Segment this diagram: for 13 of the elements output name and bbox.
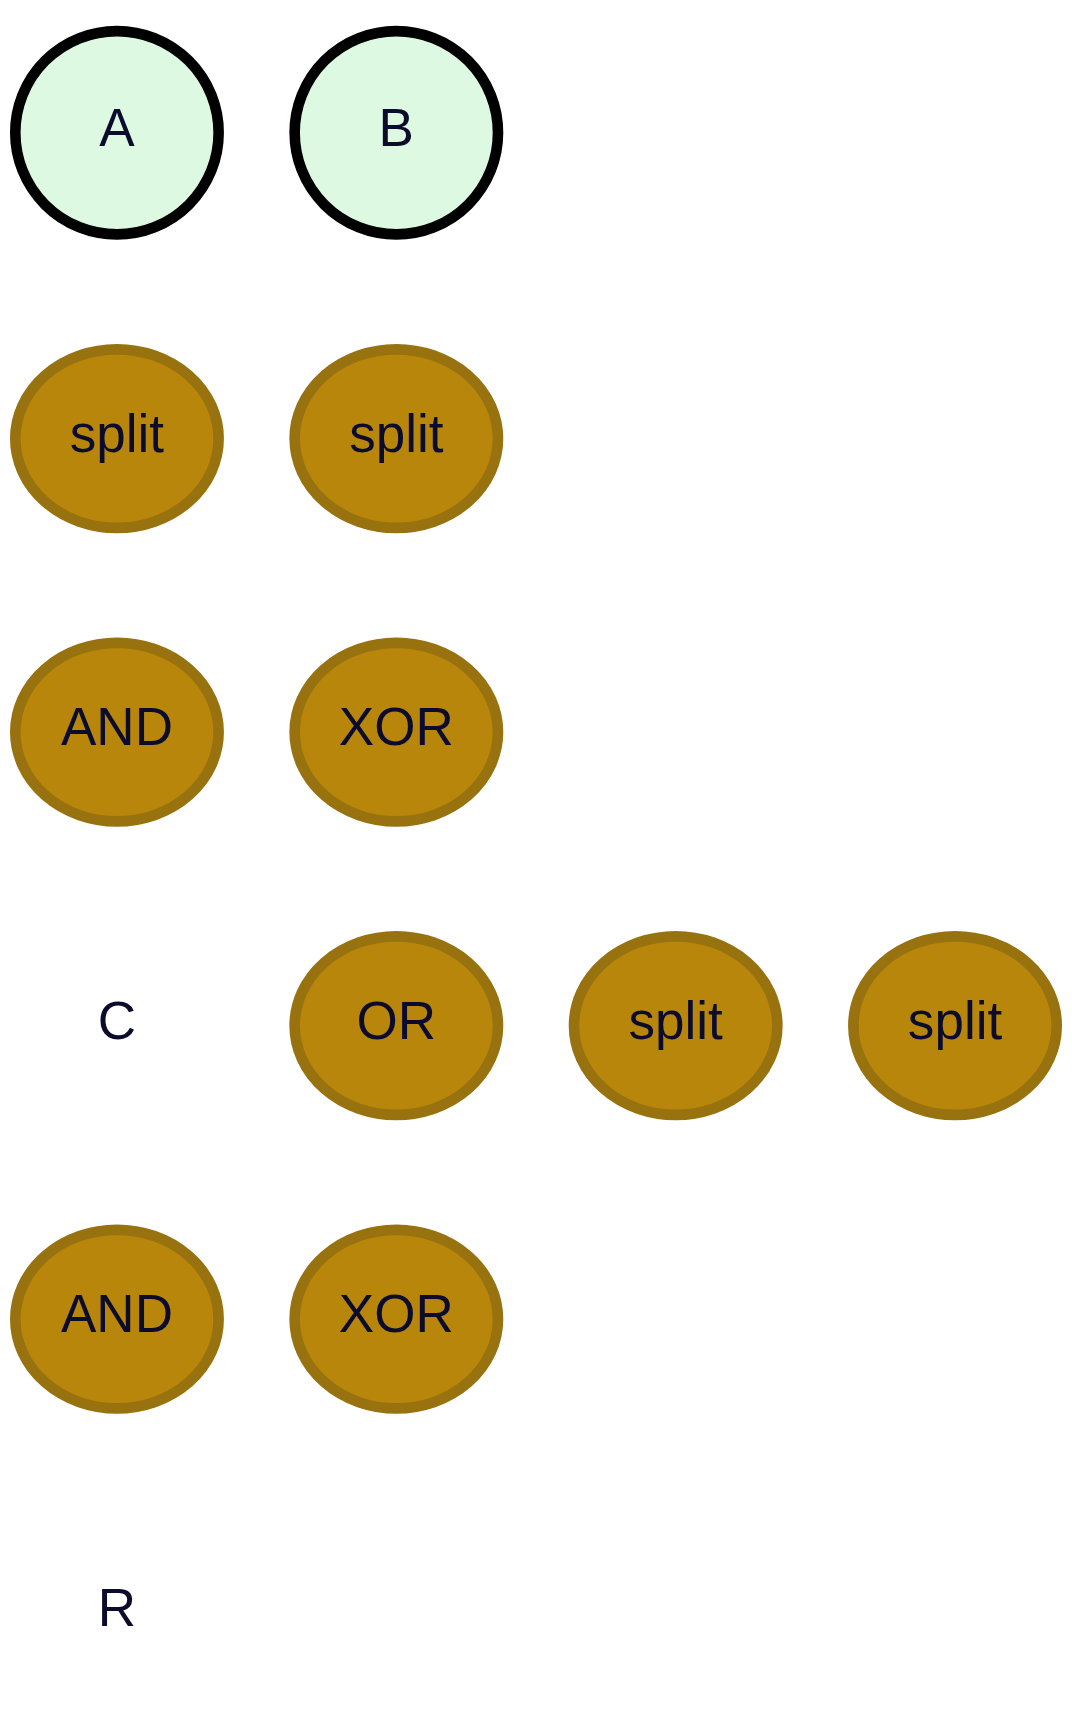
node-circle: A bbox=[10, 25, 224, 240]
node-ellipse: XOR bbox=[289, 1224, 504, 1414]
node-ellipse: OR bbox=[289, 930, 504, 1120]
node-ellipse: split bbox=[568, 930, 783, 1120]
label: R bbox=[97, 1577, 137, 1637]
node-circle: B bbox=[289, 25, 504, 240]
node-ellipse: split bbox=[848, 930, 1062, 1120]
node-ellipse: AND bbox=[10, 637, 224, 827]
node-ellipse: split bbox=[289, 343, 504, 533]
node-ellipse: split bbox=[10, 343, 224, 533]
label: C bbox=[97, 990, 137, 1050]
node-ellipse: AND bbox=[10, 1224, 224, 1414]
node-ellipse: XOR bbox=[289, 637, 504, 827]
